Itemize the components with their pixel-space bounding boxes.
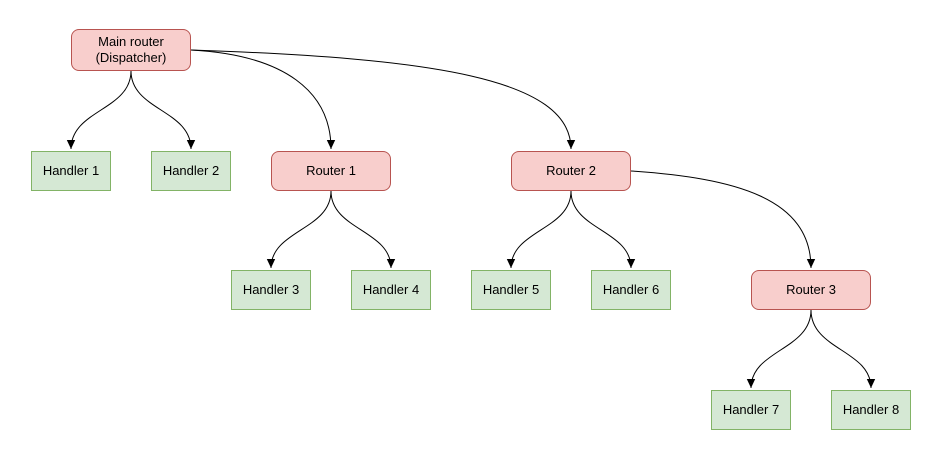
- node-handler-7: Handler 7: [711, 390, 791, 430]
- node-handler-8: Handler 8: [831, 390, 911, 430]
- edge-main-router-to-handler-1: [66, 70, 132, 150]
- edge-router-1-to-handler-4: [330, 190, 396, 269]
- node-router-3: Router 3: [751, 270, 871, 310]
- node-router-1: Router 1: [271, 151, 391, 191]
- node-handler-4: Handler 4: [351, 270, 431, 310]
- node-main-router: Main router (Dispatcher): [71, 29, 191, 71]
- edge-router-2-to-handler-5: [506, 190, 572, 269]
- node-router-2: Router 2: [511, 151, 631, 191]
- edge-router-1-to-handler-3: [266, 190, 332, 269]
- edge-main-router-to-router-1: [190, 49, 336, 150]
- node-handler-2: Handler 2: [151, 151, 231, 191]
- edge-main-router-to-handler-2: [130, 70, 196, 150]
- node-handler-6: Handler 6: [591, 270, 671, 310]
- node-handler-3: Handler 3: [231, 270, 311, 310]
- edge-router-3-to-handler-7: [746, 309, 812, 389]
- node-handler-1: Handler 1: [31, 151, 111, 191]
- edge-router-2-to-handler-6: [570, 190, 636, 269]
- node-handler-5: Handler 5: [471, 270, 551, 310]
- edge-main-router-to-router-2: [190, 49, 576, 150]
- edge-router-2-to-router-3: [630, 170, 816, 269]
- edge-router-3-to-handler-8: [810, 309, 876, 389]
